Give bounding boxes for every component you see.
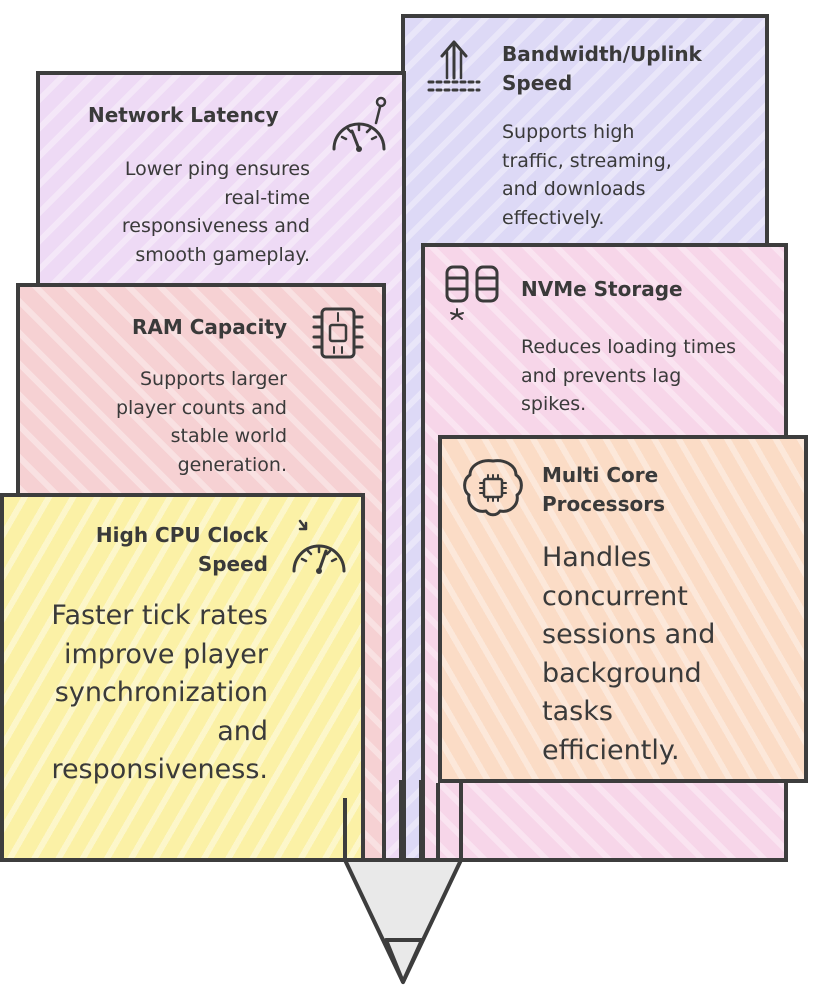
card-title: High CPU Clock Speed xyxy=(95,523,268,576)
card-title: NVMe Storage xyxy=(521,277,683,301)
card-wash xyxy=(4,497,361,858)
card-title: Network Latency xyxy=(88,103,279,127)
database-icon xyxy=(445,265,499,320)
card-description: Faster tick rates improve player synchro… xyxy=(51,600,268,785)
card-multi-core-processors: Multi Core Processors Handles concurrent… xyxy=(438,435,808,783)
memory-chip-icon xyxy=(312,307,364,359)
speedometer-antenna-icon xyxy=(332,96,387,152)
card-description: Supports high traffic, streaming, and do… xyxy=(502,121,672,229)
gauge-icon xyxy=(292,519,346,574)
upload-arrow-icon xyxy=(427,40,481,92)
brain-chip-icon xyxy=(463,459,523,517)
card-title: Bandwidth/Uplink Speed xyxy=(502,42,702,95)
card-title: RAM Capacity xyxy=(131,315,287,339)
card-description: Supports larger player counts and stable… xyxy=(115,368,287,476)
card-high-cpu-clock-speed: High CPU Clock Speed Faster tick rates i… xyxy=(0,493,365,862)
card-description: Handles concurrent sessions and backgrou… xyxy=(542,542,716,766)
card-description: Lower ping ensures real-time responsiven… xyxy=(121,158,310,266)
card-description: Reduces loading times and prevents lag s… xyxy=(521,336,737,415)
card-title: Multi Core Processors xyxy=(542,463,665,516)
